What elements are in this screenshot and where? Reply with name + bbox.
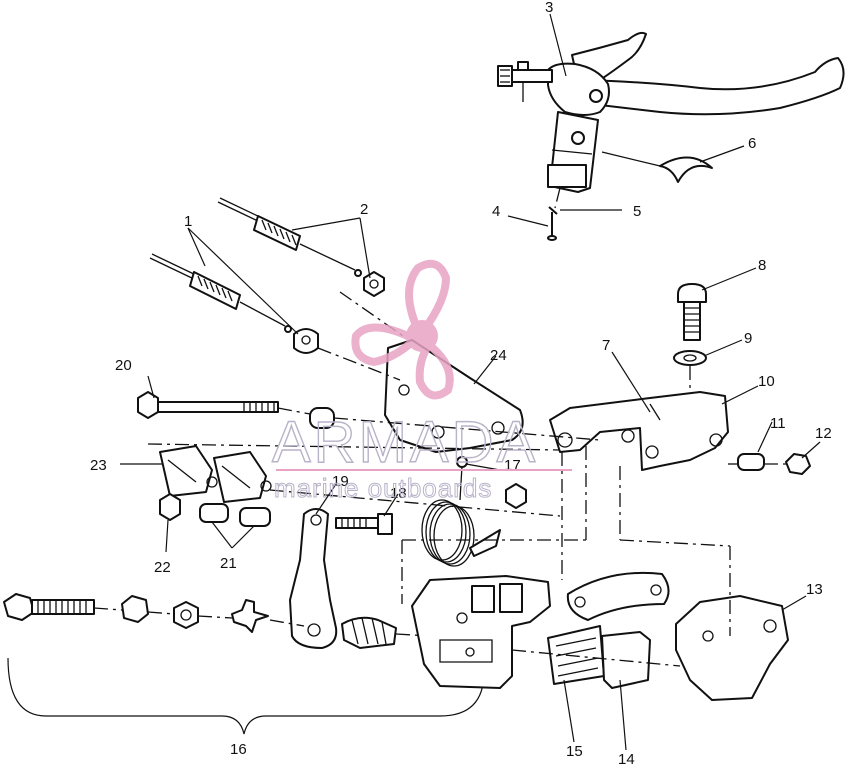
part-label-3: 3 xyxy=(545,0,553,16)
bushings-21-nut-22 xyxy=(159,493,271,527)
part-label-8: 8 xyxy=(758,257,766,274)
watermark: ARMADA marine outboards xyxy=(271,259,572,504)
part-labels: 1 2 3 4 5 6 7 8 9 10 11 12 13 14 15 16 1… xyxy=(90,0,832,767)
part-label-18: 18 xyxy=(390,485,407,502)
mount-blocks-23 xyxy=(159,445,272,503)
propeller-icon xyxy=(351,259,454,400)
pin-and-clip xyxy=(547,206,558,241)
part-label-11: 11 xyxy=(770,415,786,432)
part-label-24: 24 xyxy=(490,347,507,364)
part-label-14: 14 xyxy=(618,751,635,767)
caliper-body xyxy=(411,575,551,689)
part-label-23: 23 xyxy=(90,457,107,474)
bolt-8-washer-9 xyxy=(673,283,707,366)
part-label-13: 13 xyxy=(806,581,823,598)
bolt-20 xyxy=(137,391,335,429)
part-label-4: 4 xyxy=(492,203,500,220)
part-label-9: 9 xyxy=(744,330,752,347)
brake-cables xyxy=(149,197,385,354)
part-label-21: 21 xyxy=(220,555,237,572)
backing-plate-14 xyxy=(601,631,651,689)
main-bracket xyxy=(549,391,729,471)
watermark-tagline: marine outboards xyxy=(274,473,492,503)
part-label-20: 20 xyxy=(115,357,132,374)
nut-12 xyxy=(785,453,811,475)
crescent-spring xyxy=(659,156,713,183)
brake-pad-15 xyxy=(547,625,605,685)
part-label-6: 6 xyxy=(748,135,756,152)
leader-lines xyxy=(120,13,821,751)
brake-shim xyxy=(566,571,670,621)
spacer-11 xyxy=(737,453,765,471)
watermark-brand: ARMADA xyxy=(272,410,538,475)
brake-lever-assembly xyxy=(497,31,845,193)
part-label-1: 1 xyxy=(184,213,192,230)
part-label-16: 16 xyxy=(230,741,247,758)
part-label-5: 5 xyxy=(633,203,641,220)
screw-18 xyxy=(335,513,393,535)
outer-plate-13 xyxy=(675,595,789,701)
part-label-22: 22 xyxy=(154,559,171,576)
adjuster-bolt-16 xyxy=(3,593,485,735)
assembly-lines xyxy=(147,187,731,667)
part-label-19: 19 xyxy=(332,473,349,490)
actuating-arm-19 xyxy=(289,508,338,649)
part-label-2: 2 xyxy=(360,201,368,218)
part-label-15: 15 xyxy=(566,743,583,760)
part-label-7: 7 xyxy=(602,337,610,354)
part-label-10: 10 xyxy=(758,373,775,390)
part-label-12: 12 xyxy=(815,425,832,442)
torsion-spring-17 xyxy=(421,456,527,567)
